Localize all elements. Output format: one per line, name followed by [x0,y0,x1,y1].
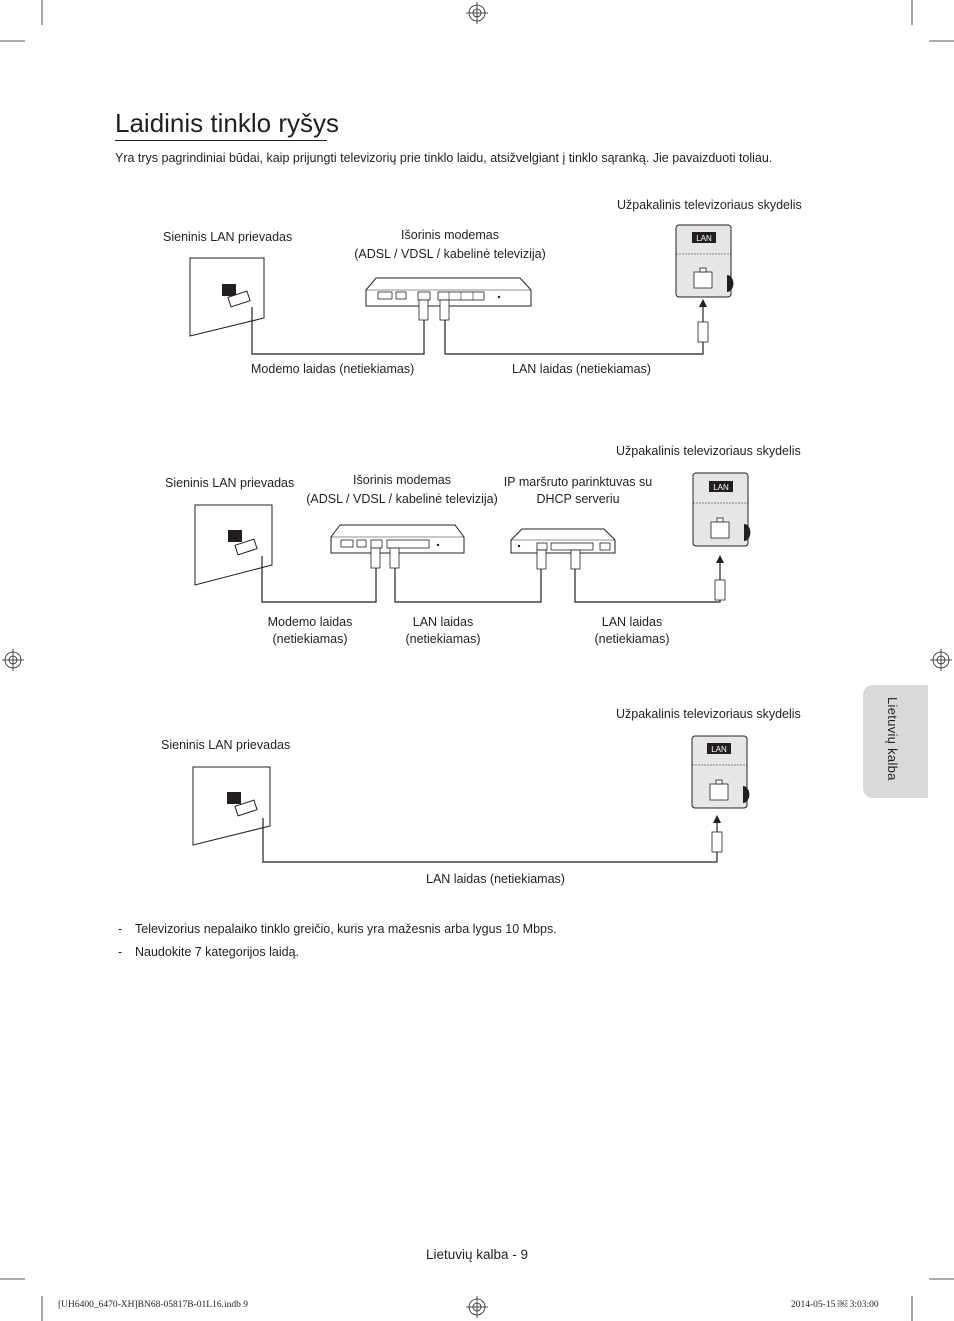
lan-cable-b-label: LAN laidas [601,615,663,629]
lan-cable-label: LAN laidas (netiekiamas) [426,872,565,886]
modem-cable-sublabel: (netiekiamas) [272,632,348,646]
wall-lan-port-plate [192,766,271,846]
print-info-right: 2014-05-15 ￼ 3:03:00 [791,1300,879,1310]
intro-text: Yra trys pagrindiniai būdai, kaip prijun… [115,151,773,165]
lan-port-label: LAN [713,483,729,492]
registration-target-icon [466,2,488,24]
tv-rear-panel [691,735,748,809]
lan-port-label: LAN [696,234,712,243]
lan-cable-a-label: LAN laidas [412,615,474,629]
tv-rear-panel [692,472,749,547]
registration-target-icon [2,649,24,671]
lan-cable-a-sublabel: (netiekiamas) [405,632,481,646]
lan-cable-label: LAN laidas (netiekiamas) [512,362,651,376]
wall-port-label: Sieninis LAN prievadas [161,738,291,752]
lan-cable-b-sublabel: (netiekiamas) [594,632,670,646]
wall-lan-port-plate [189,257,265,337]
note-item: -Televizorius nepalaiko tinklo greičio, … [118,922,557,936]
page-footer: Lietuvių kalba - 9 [425,1247,529,1262]
wall-lan-port-plate [194,504,273,586]
tv-rear-panel [675,224,732,298]
wall-port-label: Sieninis LAN prievadas [165,476,295,490]
wall-port-label: Sieninis LAN prievadas [163,230,293,244]
modem-label: Išorinis modemas [401,228,499,242]
print-info-left: [UH6400_6470-XH]BN68-05817B-01L16.indb 9 [58,1300,248,1310]
tv-panel-label: Užpakalinis televizoriaus skydelis [617,198,802,212]
tv-panel-label: Užpakalinis televizoriaus skydelis [616,444,801,458]
tv-panel-label: Užpakalinis televizoriaus skydelis [616,707,801,721]
title-underline [115,140,327,141]
router-label: IP maršruto parinktuvas su [503,475,653,489]
modem-cable-label: Modemo laidas (netiekiamas) [251,362,415,376]
lan-port-label: LAN [711,745,727,754]
modem-label: Išorinis modemas [353,473,451,487]
modem-sublabel: (ADSL / VDSL / kabelinė televizija) [306,492,498,506]
registration-target-icon [466,1296,488,1318]
modem-sublabel: (ADSL / VDSL / kabelinė televizija) [354,247,546,261]
registration-target-icon [930,649,952,671]
page-title: Laidinis tinklo ryšys [115,108,339,138]
language-side-tab: Lietuvių kalba [863,685,928,798]
modem-cable-label: Modemo laidas [267,615,353,629]
note-item: -Naudokite 7 kategorijos laidą. [118,945,299,959]
router-sublabel: DHCP serveriu [536,492,620,506]
